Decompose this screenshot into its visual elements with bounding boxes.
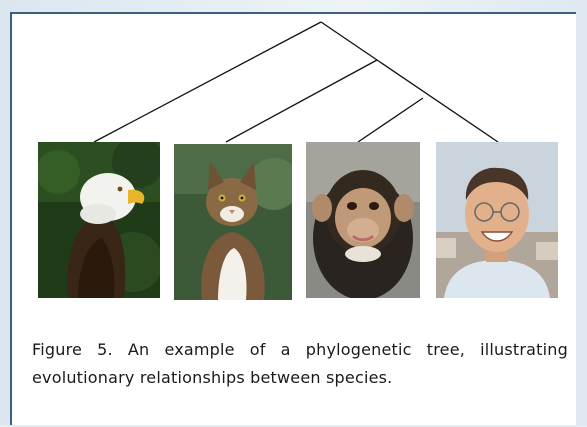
tree-branch-node-cat bbox=[225, 59, 378, 143]
eagle-photo bbox=[38, 142, 160, 298]
human-photo bbox=[436, 142, 558, 298]
tree-branch-node-chimp bbox=[357, 97, 424, 143]
figure-panel: Figure 5. An example of a phylogenetic t… bbox=[10, 12, 576, 425]
figure-caption: Figure 5. An example of a phylogenetic t… bbox=[32, 340, 568, 387]
cat-photo bbox=[174, 144, 292, 300]
tree-branch-root-human bbox=[320, 21, 499, 143]
phylogenetic-tree bbox=[93, 21, 499, 143]
chimpanzee-photo bbox=[306, 142, 420, 298]
tree-branch-root-eagle bbox=[93, 21, 322, 143]
